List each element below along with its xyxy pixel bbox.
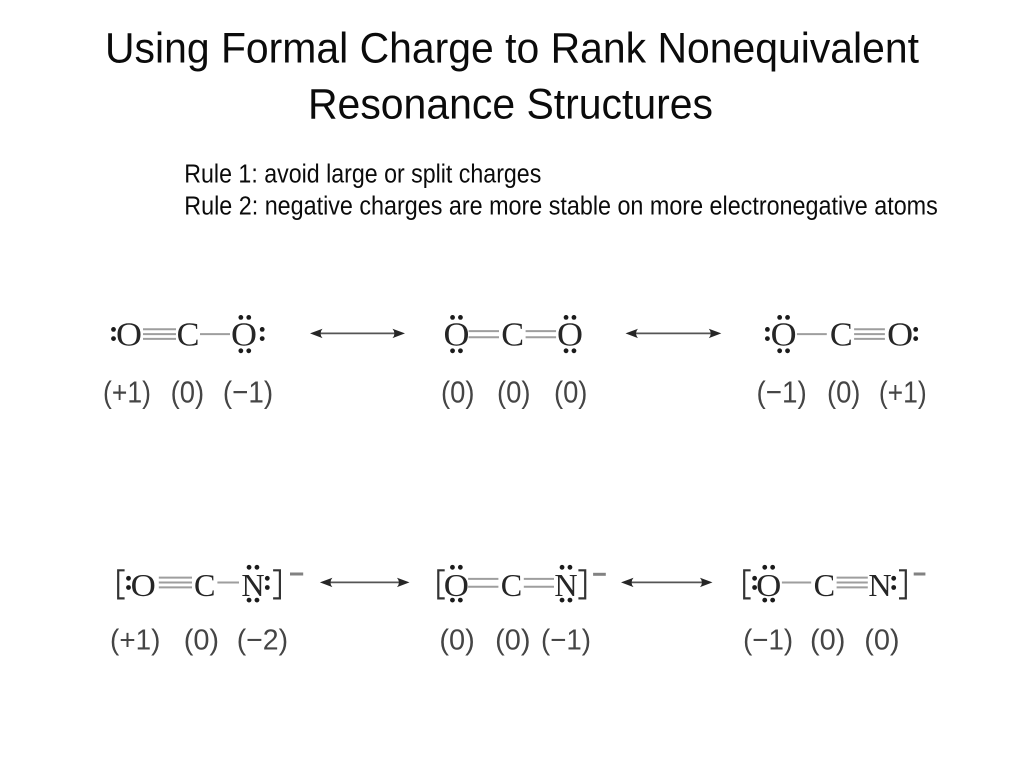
- svg-text:(0): (0): [497, 375, 531, 410]
- svg-text:Rule 2: negative charges are m: Rule 2: negative charges are more stable…: [184, 192, 938, 220]
- svg-text:Resonance Structures: Resonance Structures: [308, 80, 713, 128]
- svg-text:(−2): (−2): [237, 625, 288, 657]
- svg-text:(0): (0): [441, 375, 475, 410]
- svg-text:C: C: [194, 567, 215, 603]
- svg-text:(+1): (+1): [879, 375, 927, 410]
- svg-text:O: O: [444, 317, 470, 354]
- svg-text:(−1): (−1): [757, 375, 807, 410]
- svg-text:C: C: [501, 317, 524, 354]
- svg-text:Rule 1: avoid large or split c: Rule 1: avoid large or split charges: [184, 161, 541, 189]
- svg-text:O: O: [444, 567, 469, 603]
- svg-text:N: N: [868, 567, 891, 603]
- svg-text:(−1): (−1): [541, 625, 591, 657]
- svg-text:O: O: [887, 317, 913, 354]
- svg-text:O: O: [557, 317, 583, 354]
- svg-text:Using Formal Charge to Rank No: Using Formal Charge to Rank Nonequivalen…: [105, 24, 919, 72]
- svg-text:(−1): (−1): [743, 625, 793, 657]
- svg-text:O: O: [231, 317, 257, 354]
- svg-text:(0): (0): [184, 625, 219, 657]
- svg-text:(0): (0): [171, 375, 205, 410]
- svg-text:(−1): (−1): [223, 375, 273, 410]
- svg-text:(0): (0): [554, 375, 588, 410]
- svg-text:C: C: [177, 317, 200, 354]
- svg-text:(0): (0): [864, 625, 899, 657]
- svg-text:O: O: [131, 567, 156, 603]
- svg-text:(+1): (+1): [110, 625, 160, 657]
- svg-text:O: O: [771, 317, 797, 354]
- svg-text:O: O: [756, 567, 781, 603]
- svg-text:(0): (0): [439, 625, 474, 657]
- svg-text:N: N: [241, 567, 264, 603]
- svg-text:C: C: [830, 317, 853, 354]
- svg-text:(0): (0): [495, 625, 530, 657]
- svg-text:C: C: [814, 567, 835, 603]
- svg-text:N: N: [554, 567, 577, 603]
- svg-text:(+1): (+1): [103, 375, 151, 410]
- svg-text:(0): (0): [827, 375, 861, 410]
- svg-text:(0): (0): [810, 625, 845, 657]
- svg-text:O: O: [116, 317, 142, 354]
- svg-text:C: C: [501, 567, 522, 603]
